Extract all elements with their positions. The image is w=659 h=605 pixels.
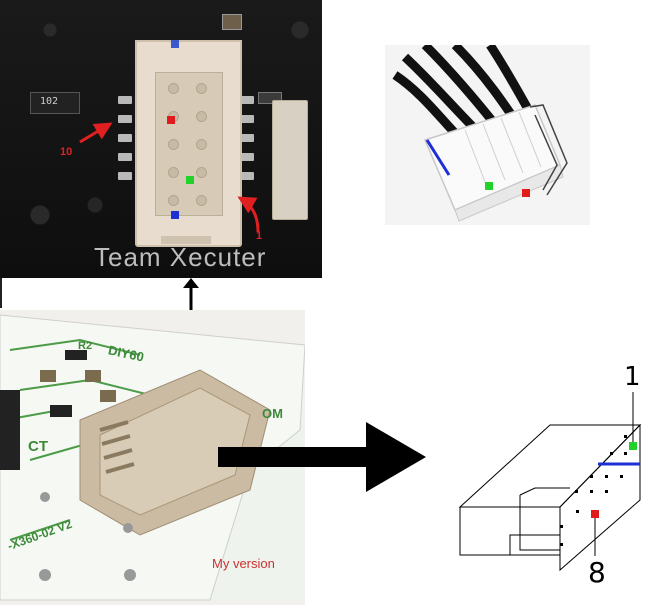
- header-pin: [240, 134, 254, 142]
- pin10-label: 10: [60, 146, 73, 158]
- pin-header-body: [135, 40, 242, 247]
- header-pin: [118, 172, 132, 180]
- green-marker: [186, 176, 194, 184]
- connector-diagram: [458, 392, 642, 572]
- pin1-label: 1: [256, 230, 263, 242]
- chip: [30, 92, 80, 114]
- blue-marker-top: [171, 40, 179, 48]
- pin-header-cavity: [155, 72, 223, 216]
- header-pin: [118, 153, 132, 161]
- cable-illustration: [392, 45, 568, 222]
- blue-marker: [171, 211, 179, 219]
- pcb-connector-photo: 102 10 1: [0, 0, 322, 278]
- pcb-text-right: OM: [262, 406, 283, 421]
- side-connector: [272, 100, 308, 220]
- smd-component: [222, 14, 242, 30]
- arrow-right-icon: [218, 422, 426, 492]
- module-illustration: [0, 314, 305, 601]
- pcb-text-r2: R2: [78, 340, 93, 352]
- header-pin: [118, 115, 132, 123]
- diagram-pin1-label: 1: [624, 362, 641, 392]
- red-marker: [167, 116, 175, 124]
- module-photo: DIY60 R2 OM CT -X360-02 V2: [0, 310, 305, 605]
- header-pin: [118, 96, 132, 104]
- header-pin: [240, 172, 254, 180]
- divider-line: [0, 278, 2, 308]
- diagram-pin8-label: 8: [588, 556, 606, 589]
- header-pin: [240, 153, 254, 161]
- header-pin: [118, 134, 132, 142]
- chip-code: 102: [40, 96, 59, 107]
- my-version-caption: My version: [212, 556, 275, 571]
- silkscreen-text: Team Xecuter: [94, 242, 267, 272]
- cable-connector-photo: [385, 45, 590, 225]
- callout-arrows: [79, 122, 260, 233]
- pcb-text-left: CT: [28, 438, 48, 455]
- header-pin: [240, 115, 254, 123]
- header-pin: [240, 96, 254, 104]
